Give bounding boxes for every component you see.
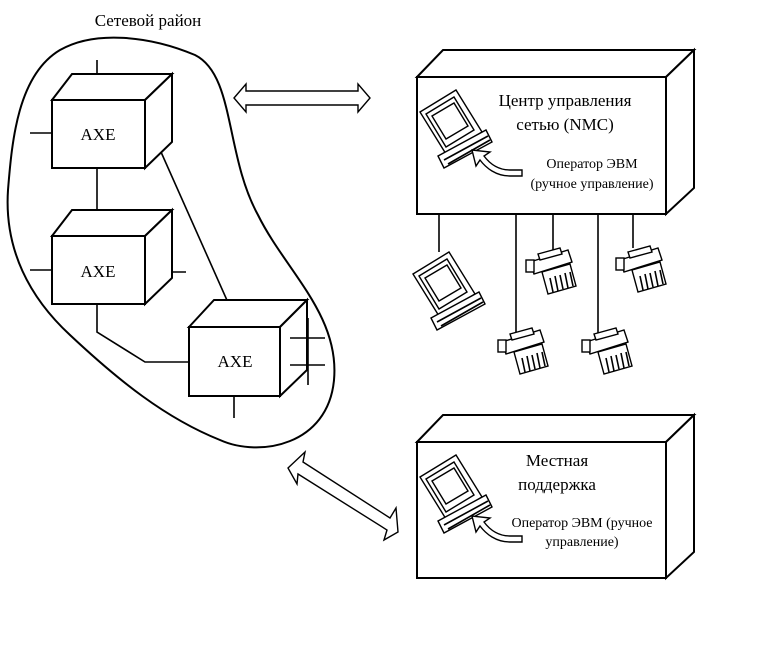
axe-exchange-1: AXE: [30, 60, 175, 171]
double-arrow-region-local: [287, 449, 399, 542]
nmc-operator-line1: Оператор ЭВМ: [546, 157, 638, 172]
nmc-center: Центр управления сетью (NMC) Оператор ЭВ…: [414, 47, 697, 217]
local-title-line1: Местная: [526, 451, 588, 470]
local-title-line2: поддержка: [518, 475, 596, 494]
nmc-title-line2: сетью (NMC): [516, 115, 613, 134]
local-operator-line2: управление): [545, 535, 619, 550]
region-title: Сетевой район: [95, 11, 202, 30]
region-boundary: [6, 36, 336, 449]
local-support: Местная поддержка Оператор ЭВМ (ручное у…: [414, 412, 697, 581]
link-axe2-axe3: [96, 304, 190, 363]
computer-terminal-icon: [412, 251, 486, 331]
printer-icon: [497, 327, 549, 375]
printer-icon: [581, 327, 633, 375]
nmc-title-line1: Центр управления: [499, 91, 632, 110]
axe-label-3: AXE: [218, 352, 253, 371]
local-operator-line1: Оператор ЭВМ (ручное: [511, 516, 652, 531]
double-arrow-region-nmc: [233, 82, 371, 114]
axe-label-2: AXE: [81, 262, 116, 281]
axe-exchange-2: AXE: [30, 207, 186, 307]
axe-exchange-3: AXE: [186, 297, 325, 418]
axe-label-1: AXE: [81, 125, 116, 144]
printer-icon: [525, 247, 577, 295]
printer-icon: [615, 245, 667, 293]
nmc-operator-line2: (ручное управление): [530, 177, 653, 192]
link-axe1-axe3: [156, 142, 235, 317]
